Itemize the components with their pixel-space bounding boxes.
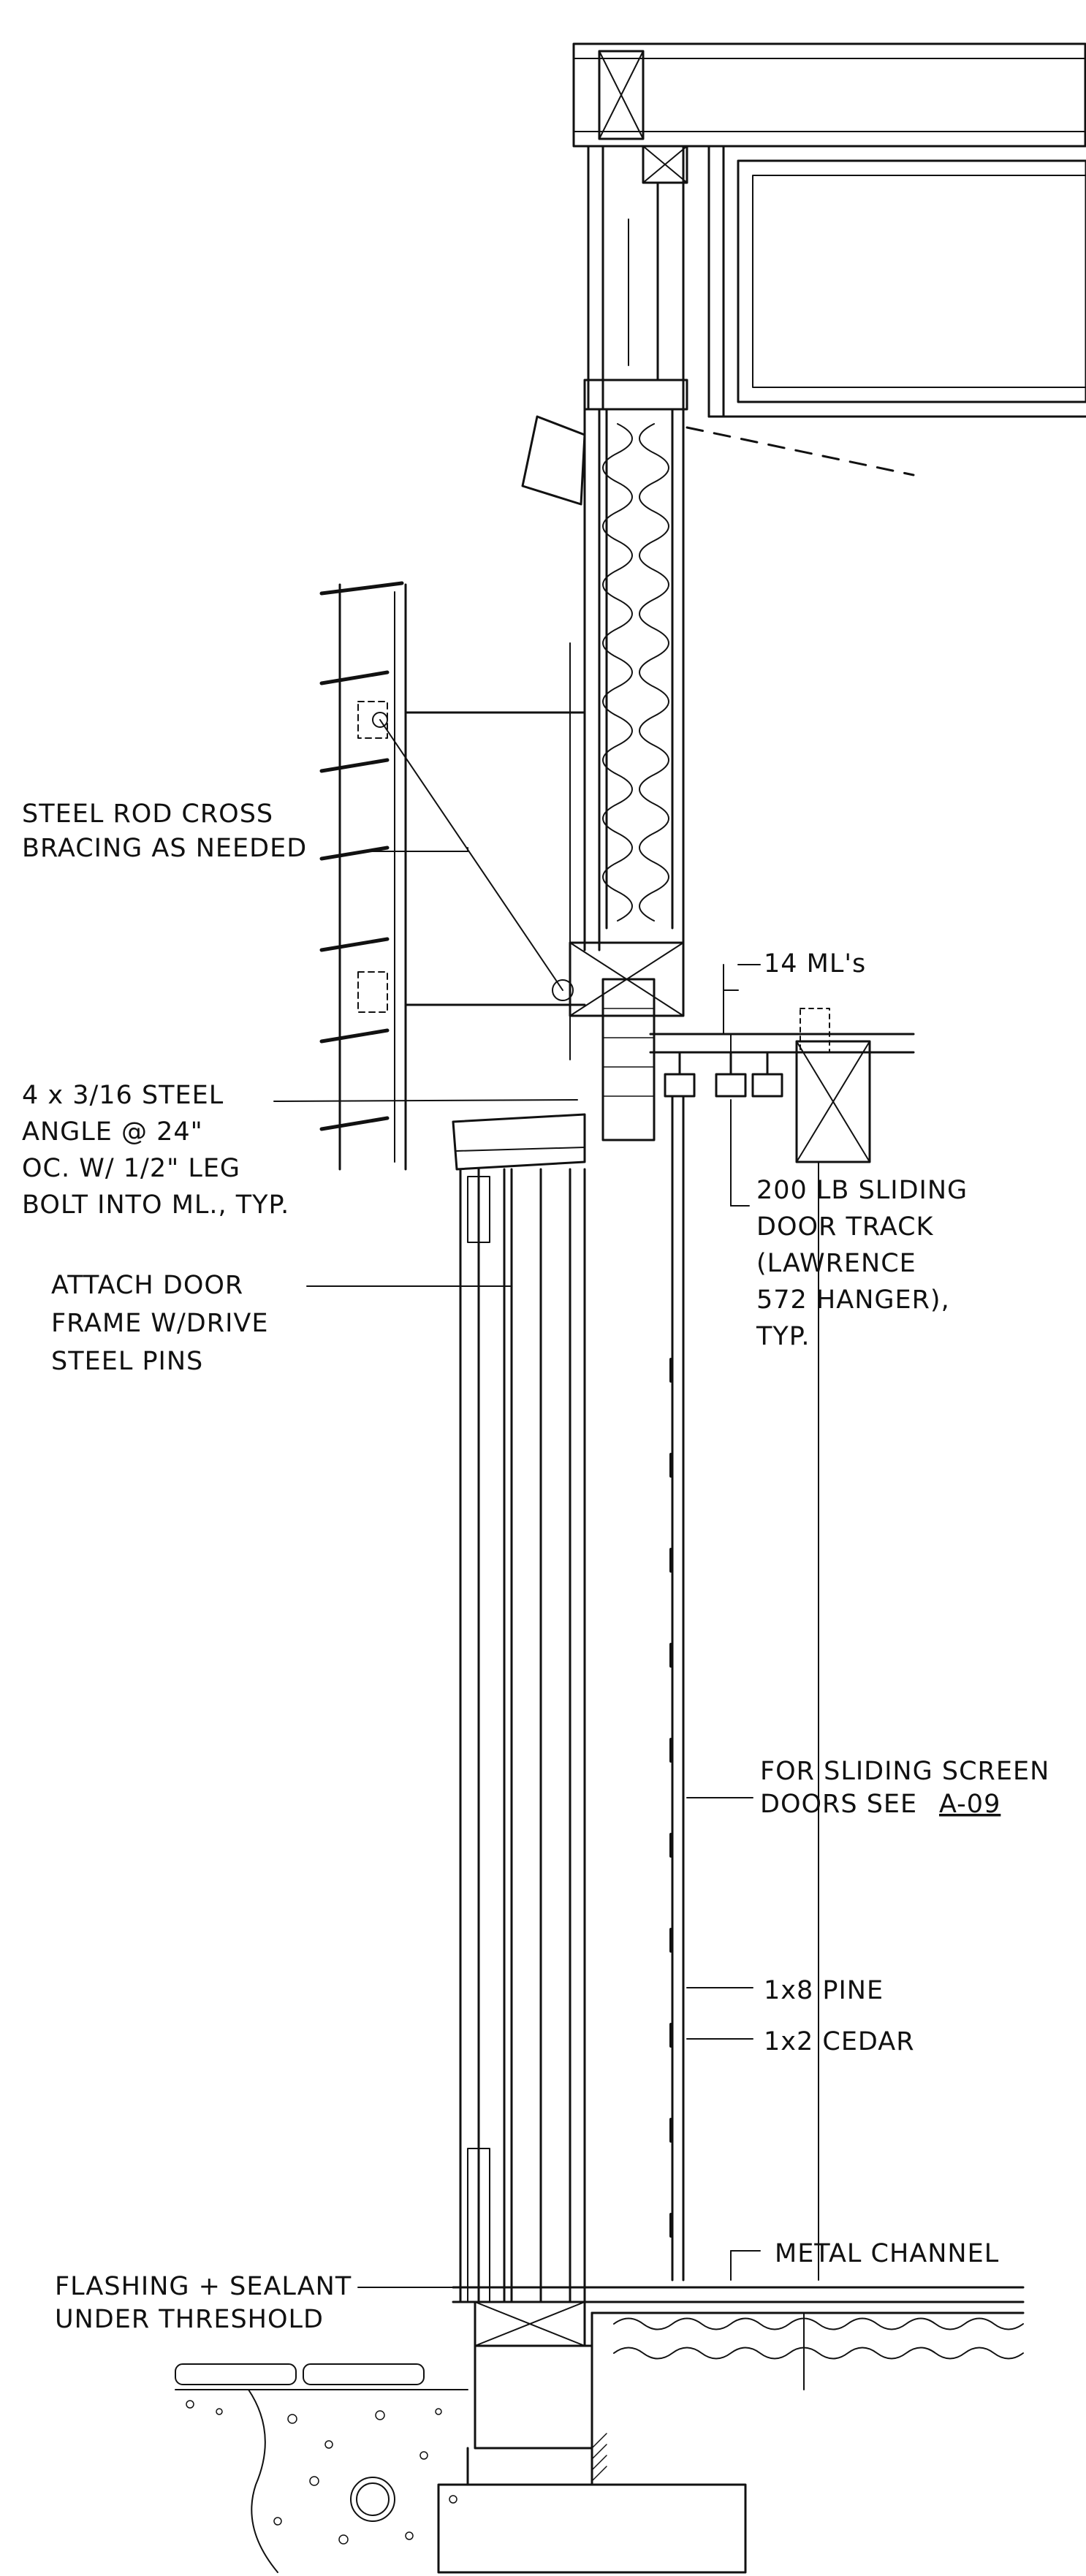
door-header-beam	[452, 941, 685, 1171]
door-track-line-4: 572 HANGER),	[756, 1285, 950, 1315]
flashing-line-2: UNDER THRESHOLD	[55, 2305, 324, 2334]
floor-insulation-icon	[613, 2317, 1024, 2330]
steel-angle-line-3: OC. W/ 1/2" LEG	[22, 1154, 240, 1183]
sheet-reference: A-09	[939, 1790, 1000, 1819]
attach-door-line-2: FRAME W/DRIVE	[51, 1309, 268, 1338]
steel-angle-ticks	[319, 581, 404, 1131]
door-track-line-1: 200 LB SLIDING	[756, 1176, 968, 1205]
annotation-steel-rod: STEEL ROD CROSS BRACING AS NEEDED	[22, 799, 307, 863]
steel-angle-line-4: BOLT INTO ML., TYP.	[22, 1190, 289, 1220]
drain-pipe-icon	[350, 2477, 395, 2522]
pine-label: 1x8 PINE	[764, 1976, 884, 2005]
upper-window-frame	[583, 145, 688, 411]
grade-and-gravel	[175, 2363, 468, 2573]
steel-rod-line-1: STEEL ROD CROSS	[22, 799, 273, 829]
floor-joist-assembly	[649, 989, 915, 1163]
slanted-flashing-piece	[521, 415, 586, 506]
steel-rod-line-2: BRACING AS NEEDED	[22, 834, 307, 863]
steel-angle-line-1: 4 x 3/16 STEEL	[22, 1081, 224, 1110]
sliding-screen-line-2: DOORS SEE	[760, 1790, 917, 1819]
door-track-line-3: (LAWRENCE	[756, 1249, 916, 1278]
ml-count-label: 14 ML's	[764, 949, 866, 979]
metal-channel-label: METAL CHANNEL	[775, 2239, 999, 2268]
interior-cabinet-panel	[686, 145, 1086, 476]
flashing-line-1: FLASHING + SEALANT	[55, 2272, 352, 2301]
leader-lines	[273, 847, 761, 2288]
annotation-door-track: 200 LB SLIDING DOOR TRACK (LAWRENCE 572 …	[756, 1176, 968, 1351]
cedar-label: 1x2 CEDAR	[764, 2027, 915, 2056]
sliding-screen-line-1: FOR SLIDING SCREEN	[760, 1757, 1049, 1786]
sliding-screen-door	[669, 1095, 819, 2281]
door-track-hangers	[664, 1051, 783, 1098]
foundation-wall	[437, 2344, 747, 2574]
steel-rod-brace	[372, 712, 574, 1001]
door-track-line-2: DOOR TRACK	[756, 1212, 934, 1242]
annotation-flashing: FLASHING + SEALANT UNDER THRESHOLD	[55, 2272, 352, 2334]
attach-door-line-1: ATTACH DOOR	[51, 1271, 243, 1300]
insulated-wall	[583, 408, 685, 951]
floor-assembly	[452, 2286, 1025, 2435]
door-track-line-5: TYP.	[756, 1322, 810, 1351]
attach-door-line-3: STEEL PINS	[51, 1347, 203, 1376]
annotation-steel-angle: 4 x 3/16 STEEL ANGLE @ 24" OC. W/ 1/2" L…	[22, 1081, 289, 1220]
batt-insulation-icon	[602, 423, 633, 922]
annotation-sliding-screen: FOR SLIDING SCREEN DOORS SEE A-09	[760, 1757, 1049, 1819]
annotation-attach-door: ATTACH DOOR FRAME W/DRIVE STEEL PINS	[51, 1271, 268, 1376]
door-frame-verticals	[459, 1168, 586, 2303]
roof-header-assembly	[572, 42, 1086, 184]
steel-angle-line-2: ANGLE @ 24"	[22, 1117, 203, 1147]
